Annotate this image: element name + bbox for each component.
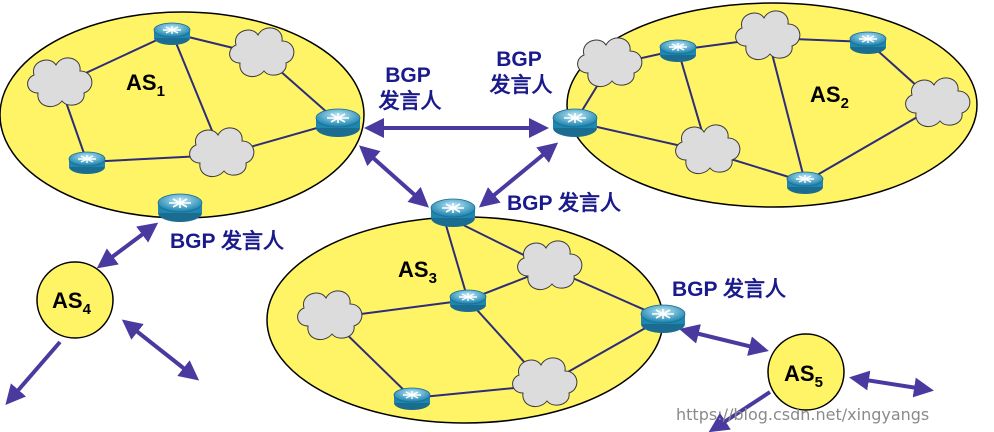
bgp-router-icon [157, 193, 203, 223]
bgp-label-top-left-line1: BGP [385, 64, 431, 87]
as4-region [36, 261, 114, 339]
bgp-label-top-right-line2: 发言人 [489, 73, 553, 97]
router-icon [659, 39, 697, 63]
bgp-router-icon [552, 108, 598, 138]
router-icon [449, 289, 487, 313]
bgp-router-icon [430, 198, 476, 228]
as5-region [767, 333, 845, 411]
as1-label: AS1 [126, 70, 165, 100]
bgp-label-as3-right: BGP 发言人 [672, 277, 786, 301]
bgp-sessions [5, 118, 934, 432]
router-icon [68, 151, 106, 175]
watermark: https://blog.csdn.net/xingyangs [676, 405, 929, 424]
router-icon [393, 387, 431, 411]
bgp-router-icon [640, 304, 686, 334]
as3-label: AS3 [398, 257, 437, 287]
bgp-router-icon [315, 108, 361, 138]
as4-label: AS4 [52, 288, 92, 318]
bgp-label-top-left-line2: 发言人 [378, 89, 442, 113]
bgp-label-middle: BGP 发言人 [507, 191, 621, 215]
router-icon [786, 171, 824, 195]
router-icon [849, 31, 887, 55]
router-icon [153, 22, 191, 46]
as2-label: AS2 [810, 82, 849, 112]
as5-label: AS5 [784, 361, 823, 391]
bgp-label-top-right-line1: BGP [496, 48, 542, 71]
bgp-label-as1-bottom: BGP 发言人 [170, 229, 284, 253]
